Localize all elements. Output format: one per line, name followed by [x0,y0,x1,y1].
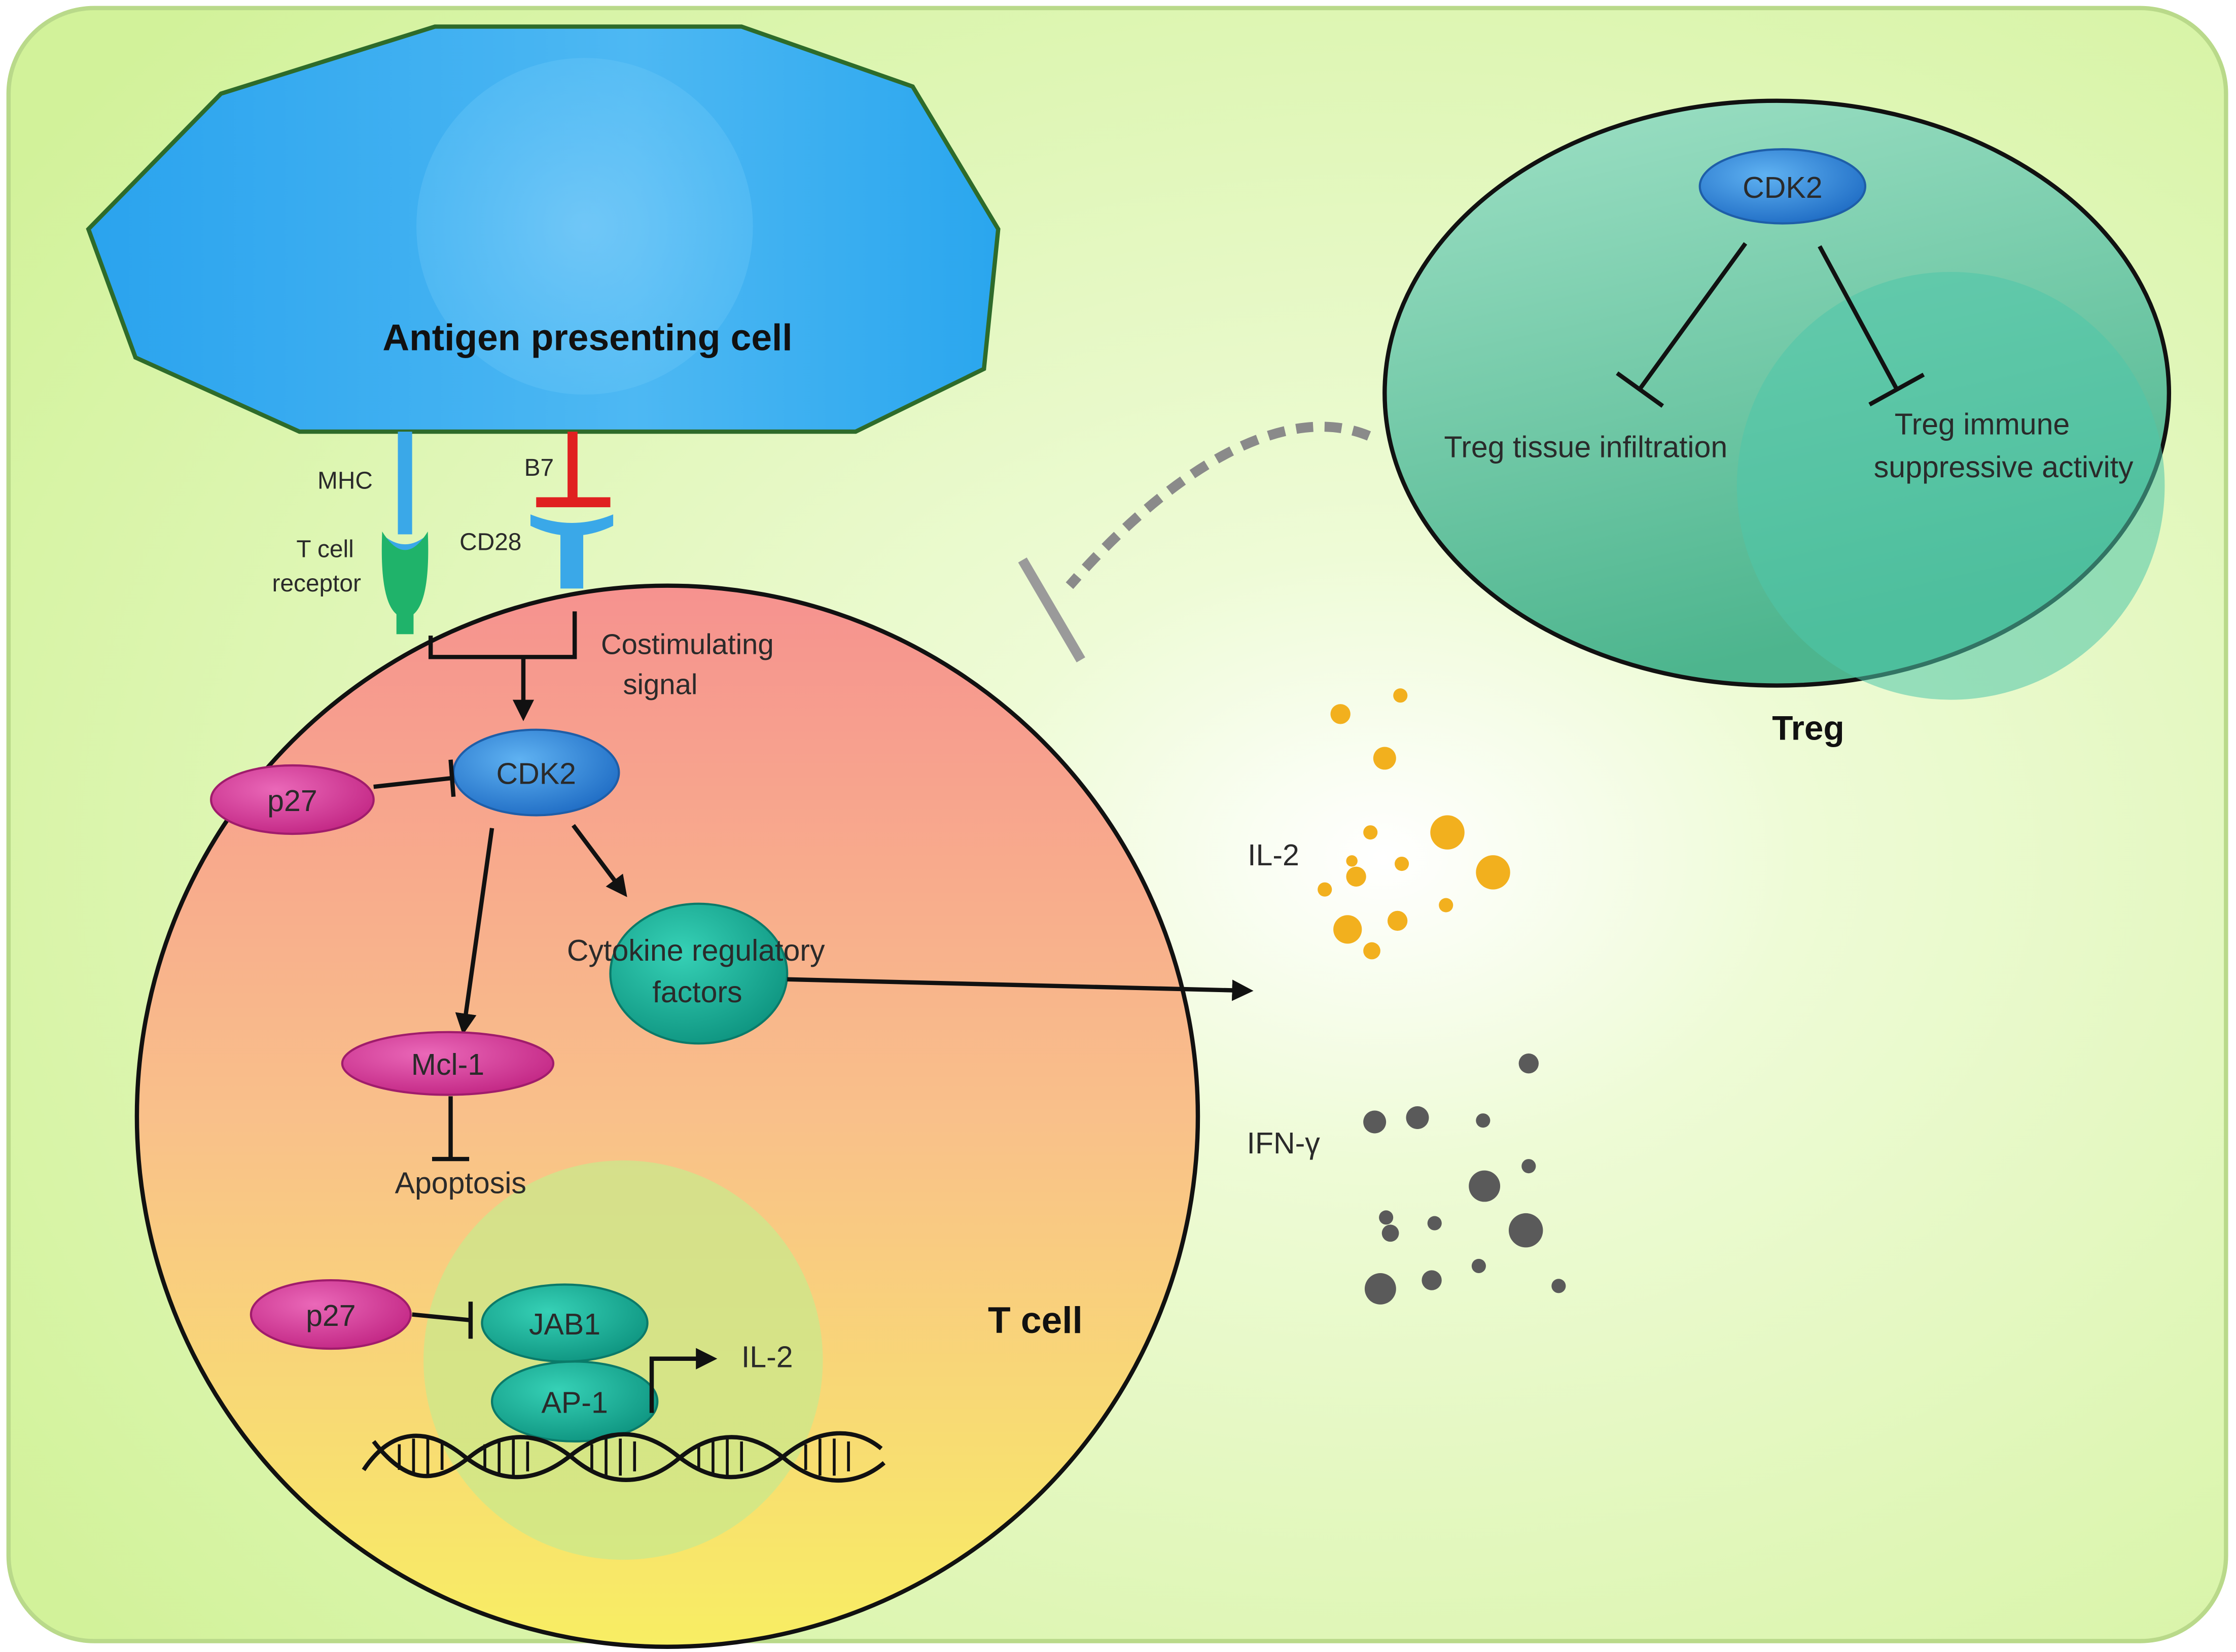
apc-label: Antigen presenting cell [382,318,792,359]
apoptosis-label: Apoptosis [395,1167,526,1200]
mcl1-label: Mcl-1 [411,1048,484,1081]
il2-dot [1333,915,1362,944]
ifng-dot [1521,1159,1536,1174]
treg-inhibits-tcell [1018,421,1371,662]
p27-node-bottom [250,1279,412,1350]
p27-node-top [210,764,375,835]
p27-inhibits-jab1 [412,1302,473,1339]
cdk2-tcell-label: CDK2 [496,757,576,791]
b7-cd28-complex: B7 CD28 [459,432,614,589]
antigen-presenting-cell: Antigen presenting cell [86,24,1001,434]
treg-cell: Treg [1382,98,2172,747]
ifng-dot [1469,1170,1501,1202]
il2-dot [1330,704,1351,724]
il2-dot [1318,882,1332,897]
ifng-particles [1363,1053,1566,1305]
p27-top-label: p27 [267,784,317,818]
ifng-dot [1427,1216,1442,1231]
cd28-head [530,514,614,536]
ifng-dot [1379,1210,1394,1225]
apc-nucleus [416,58,753,395]
ifng-dot [1476,1113,1490,1128]
cdk2-inhibits-treg-infiltration [1616,242,1748,408]
cd28-stalk [560,529,584,589]
p27-bottom-label: p27 [306,1299,356,1332]
ifng-label: IFN-γ [1247,1127,1321,1160]
ifng-dot [1471,1258,1486,1274]
p27-inhibits-cdk2 [373,759,456,797]
il2-dot [1373,747,1396,770]
ifng-dot [1422,1270,1442,1290]
ifng-dot [1508,1213,1543,1248]
mhc-stalk [398,432,412,535]
il2-dot [1439,898,1453,912]
ifng-dot [1363,1110,1387,1134]
cdk2-inhibits-treg-activity [1818,245,1925,407]
tcr-stalk [396,614,414,635]
costim-label-line1: Costimulating [601,628,774,660]
treg-immune-label-line1: Treg immune [1895,408,2070,441]
costimulating-bracket [428,611,577,721]
il2-dot [1387,910,1408,931]
il2-particles [1318,688,1510,960]
t-cell: T cell [134,583,1200,1649]
mhc-label: MHC [317,467,373,494]
cytokine-factors-node [609,902,789,1045]
cdk2-node-treg [1698,148,1867,225]
t-cell-nucleus [423,1160,823,1560]
il2-dot [1430,815,1465,850]
il2-gene-label: IL-2 [741,1341,793,1374]
mcl1-inhibits-apoptosis [432,1096,470,1162]
tcr-receptor [381,531,429,614]
ifng-dot [1518,1053,1539,1074]
ifng-dot [1381,1224,1399,1242]
treg-nucleus [1736,272,2165,700]
ifng-dot [1364,1273,1396,1305]
cytokine-label-line1: Cytokine regulatory [567,934,825,967]
costim-label-line2: signal [623,668,697,700]
ifng-dot [1551,1279,1566,1293]
b7-head [536,497,611,508]
arrow-cdk2-cytokine [571,824,627,897]
il2-secreted-label: IL-2 [1248,838,1299,872]
ap1-node [490,1360,659,1443]
mhc-tcr-complex: MHC T cell receptor [272,432,429,635]
tcr-label-line2: receptor [272,570,361,597]
b7-label: B7 [524,454,554,481]
treg-immune-label-line2: suppressive activity [1874,450,2134,484]
il2-dot [1363,825,1378,840]
cdk2-treg-label: CDK2 [1743,171,1822,204]
il2-dot [1346,855,1358,867]
ifng-dot [1406,1106,1429,1130]
tcr-label-line1: T cell [296,536,353,563]
jab1-label: JAB1 [529,1308,600,1341]
il2-dot [1393,688,1408,703]
arrow-ap1-il2 [649,1348,718,1413]
dna-helix [362,1431,886,1483]
t-cell-label: T cell [988,1300,1083,1341]
arrow-cdk2-mcl1 [455,828,494,1035]
cd28-label: CD28 [459,529,521,555]
arrow-cytokine-secretion [787,977,1254,1001]
cytokine-label-line2: factors [652,975,742,1009]
treg-label: Treg [1772,709,1844,747]
treg-infiltration-label: Treg tissue infiltration [1444,431,1727,464]
il2-dot [1395,856,1409,871]
il2-dot [1363,942,1380,960]
il2-dot [1346,866,1366,887]
il2-dot [1476,855,1510,890]
b7-stalk [567,432,578,500]
mcl1-node [341,1031,555,1096]
ap1-label: AP-1 [542,1386,608,1420]
